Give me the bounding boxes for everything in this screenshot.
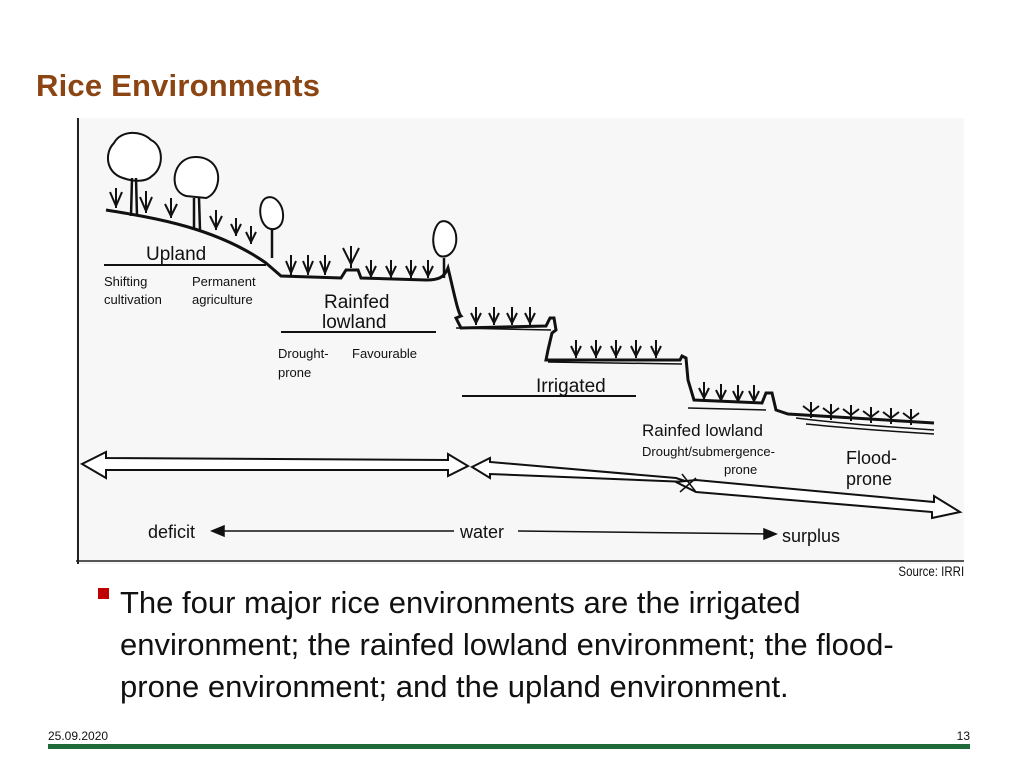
label-shifting-2: cultivation	[104, 292, 162, 307]
label-drought-sub-1: Drought/submergence-	[642, 444, 775, 459]
image-source: Source: IRRI	[898, 563, 964, 579]
environment-range-arrows	[79, 450, 963, 520]
label-upland: Upland	[146, 244, 206, 265]
tree-icon	[432, 220, 458, 278]
terrain-profile	[105, 208, 935, 425]
arrow-lowland-range	[672, 478, 963, 520]
label-permanent-1: Permanent	[192, 274, 256, 289]
rice-plants-upland	[109, 188, 257, 244]
bullet-text: The four major rice environments are the…	[120, 585, 894, 704]
tree-icon	[106, 131, 162, 217]
bullet-square-icon	[98, 588, 109, 599]
arrow-irrigated-range	[469, 456, 689, 483]
flood-water-lines	[795, 417, 935, 435]
label-water: water	[459, 522, 504, 542]
rice-plants-irrigated	[470, 307, 662, 358]
label-flood-2: prone	[846, 469, 892, 489]
page-number: 13	[956, 729, 970, 743]
diagram-svg: Upland Shifting cultivation Permanent ag…	[76, 118, 964, 564]
label-irrigated: Irrigated	[536, 376, 606, 397]
rice-environments-diagram: Upland Shifting cultivation Permanent ag…	[76, 118, 964, 564]
arrow-upland-range	[79, 450, 471, 480]
slide-title: Rice Environments	[36, 68, 321, 103]
label-rainfed-lowland: Rainfed lowland	[642, 421, 763, 440]
tree-icon	[173, 156, 220, 231]
label-drought-1: Drought-	[278, 346, 329, 361]
label-underlines	[104, 264, 636, 397]
label-surplus: surplus	[782, 526, 840, 546]
water-axis	[210, 524, 778, 541]
diagram-background	[76, 118, 964, 564]
label-drought-2: prone	[278, 365, 311, 380]
bullet-item: The four major rice environments are the…	[98, 582, 978, 708]
label-flood-1: Flood-	[846, 448, 897, 468]
rice-plants-lowland	[698, 382, 760, 403]
footer-divider	[48, 744, 970, 749]
rice-plants-rainfed	[285, 246, 434, 278]
label-favourable: Favourable	[352, 346, 417, 361]
arrow-crossing-mark	[679, 473, 697, 493]
label-rainfed-2: lowland	[322, 312, 386, 333]
label-permanent-2: agriculture	[192, 292, 253, 307]
label-drought-sub-2: prone	[724, 462, 757, 477]
label-deficit: deficit	[148, 522, 195, 542]
footer-date: 25.09.2020	[48, 729, 109, 743]
rice-plants-flood	[802, 402, 920, 425]
water-surface-lines	[455, 327, 767, 411]
tree-icon	[259, 196, 285, 258]
label-rainfed-1: Rainfed	[324, 292, 390, 313]
label-shifting-1: Shifting	[104, 274, 147, 289]
